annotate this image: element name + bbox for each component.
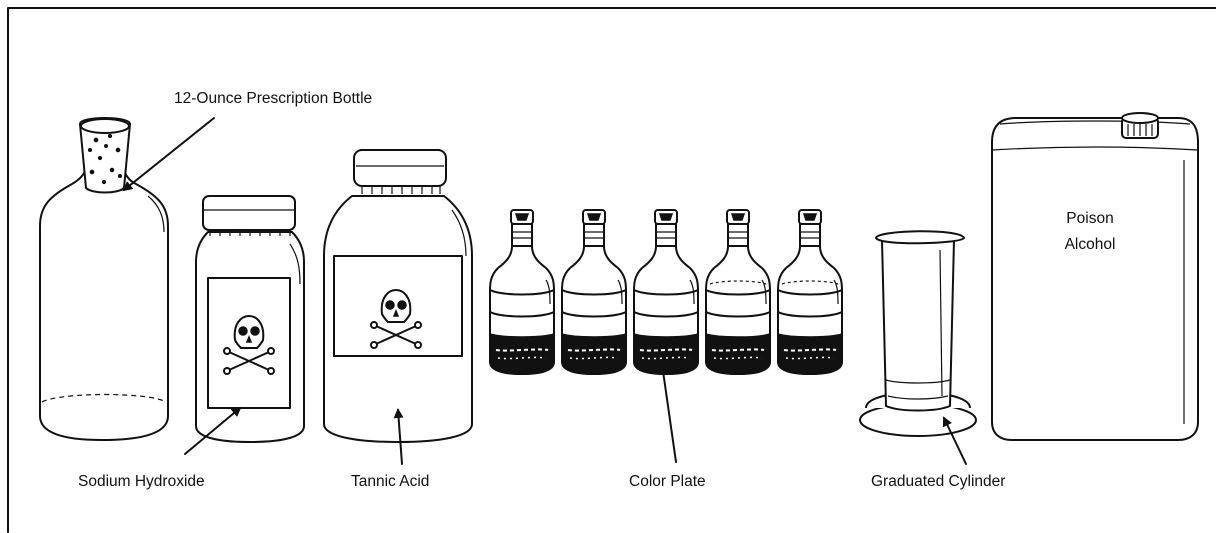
- color-vial: [778, 210, 842, 374]
- cork-stopper: [80, 118, 130, 193]
- tannic-acid-bottle: [324, 150, 472, 442]
- color-vial: [562, 210, 626, 374]
- color-vial: [490, 210, 554, 374]
- alcohol-can: Poison Alcohol: [992, 113, 1198, 440]
- label-sodium-hydroxide: Sodium Hydroxide: [78, 473, 205, 490]
- label-graduated-cylinder: Graduated Cylinder: [871, 473, 1005, 490]
- prescription-bottle: [40, 118, 168, 440]
- label-prescription-bottle: 12-Ounce Prescription Bottle: [174, 90, 372, 107]
- can-label-alcohol: Alcohol: [1065, 236, 1116, 253]
- arrow-prescription-bottle: [124, 118, 214, 190]
- label-tannic-acid: Tannic Acid: [351, 473, 429, 490]
- label-color-plate: Color Plate: [629, 473, 706, 490]
- sodium-hydroxide-jar: [196, 196, 304, 442]
- graduated-cylinder: [860, 231, 976, 436]
- arrow-color-plate: [662, 364, 676, 462]
- can-cap: [1122, 113, 1158, 138]
- color-vial: [634, 210, 698, 374]
- can-label-poison: Poison: [1066, 210, 1113, 227]
- tannic-lid: [354, 150, 446, 194]
- jar-lid: [203, 196, 295, 236]
- color-plate-vials: [490, 210, 842, 374]
- color-vial: [706, 210, 770, 374]
